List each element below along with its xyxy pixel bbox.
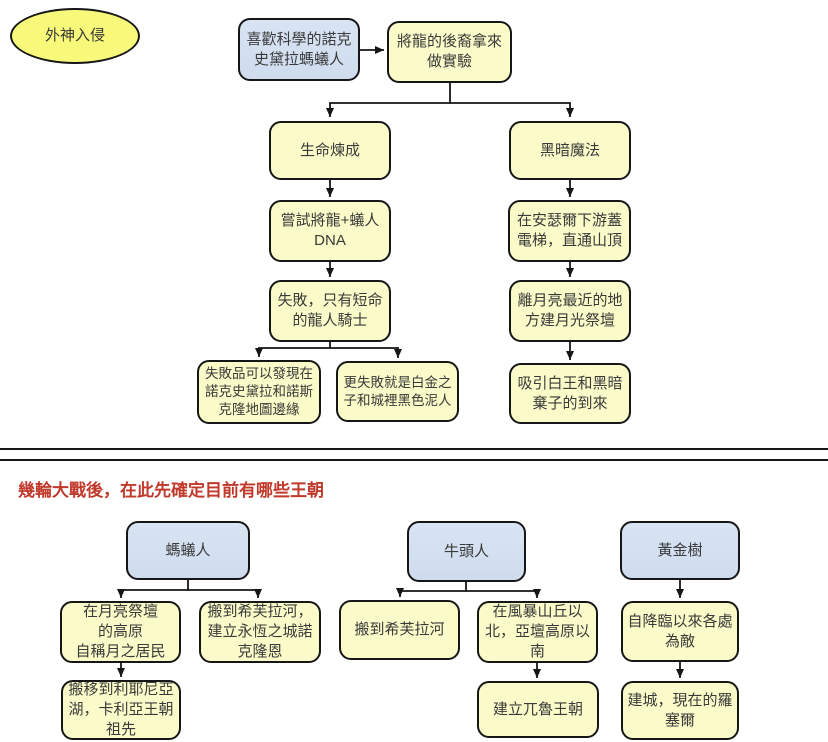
node-dark-magic: 黑暗魔法 — [509, 121, 631, 180]
node-more-failed: 更失敗就是白金之 子和城裡黑色泥人 — [336, 361, 459, 422]
node-erdtree: 黃金樹 — [620, 521, 740, 580]
node-life-alchemy: 生命煉成 — [269, 121, 391, 180]
node-minotaur: 牛頭人 — [407, 521, 526, 582]
node-storm-hill: 在風暴山丘以 北，亞壇高原以 南 — [477, 601, 598, 663]
node-leyndell: 建城，現在的羅 塞爾 — [621, 681, 739, 740]
node-move-to-shifra: 搬到希芙拉河 — [339, 600, 460, 660]
section2-heading: 幾輪大戰後，在此先確定目前有哪些王朝 — [18, 481, 324, 500]
node-science-ants: 喜歡科學的諾克 史黛拉螞蟻人 — [238, 18, 360, 81]
node-dragon-experiment: 將龍的後裔拿來 做實驗 — [387, 21, 512, 83]
node-outer-god-invasion: 外神入侵 — [10, 8, 140, 64]
node-failure-dragonkin: 失敗，只有短命 的龍人騎士 — [269, 280, 391, 342]
node-moonlight-altar: 離月亮最近的地 方建月光祭壇 — [509, 280, 631, 342]
node-moon-plateau: 在月亮祭壇 的高原 自稱月之居民 — [60, 601, 181, 663]
section-divider-top — [0, 448, 828, 450]
node-liurnia-caria: 搬移到利耶尼亞 湖，卡利亞王朝 祖先 — [61, 680, 181, 740]
node-uhl-dynasty: 建立兀魯王朝 — [477, 681, 599, 738]
node-failed-products: 失敗品可以發現在 諾克史黛拉和諾斯 克隆地圖邊緣 — [197, 360, 321, 424]
node-attract-white-king: 吸引白王和黑暗 棄子的到來 — [509, 363, 631, 424]
section-divider-bottom — [0, 459, 828, 461]
node-ants: 螞蟻人 — [126, 521, 250, 580]
node-shifra-eternal-city: 搬到希芙拉河， 建立永恆之城諾 克隆恩 — [199, 601, 321, 663]
node-elevator: 在安瑟爾下游蓋 電梯，直通山頂 — [508, 200, 631, 262]
node-erdtree-enemy: 自降臨以來各處 為敵 — [621, 601, 739, 662]
node-dna-attempt: 嘗試將龍+蟻人 DNA — [269, 200, 391, 262]
